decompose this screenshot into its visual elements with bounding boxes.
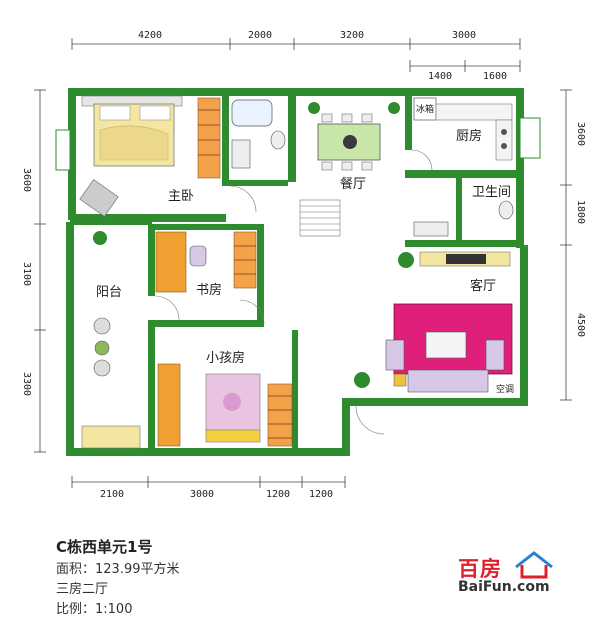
dim-right-1: 3600 xyxy=(575,122,586,146)
bathroom-2-fixtures xyxy=(413,200,514,237)
dim-top-1: 4200 xyxy=(138,30,162,41)
room-label-kids-room: 小孩房 xyxy=(206,350,245,366)
dim-bottom-2: 3000 xyxy=(190,489,214,500)
room-label-study: 书房 xyxy=(196,282,222,298)
dim-right-2: 1800 xyxy=(575,200,586,224)
dining-furniture xyxy=(308,102,400,171)
living-room-furniture xyxy=(354,251,513,393)
room-label-master-bedroom: 主卧 xyxy=(168,189,194,204)
tag-fridge: 冰箱 xyxy=(416,103,434,115)
dim-left-1: 3600 xyxy=(21,168,32,192)
room-label-dining: 餐厅 xyxy=(340,176,366,192)
tag-ac: 空调 xyxy=(496,383,514,395)
dim-bottom-1: 2100 xyxy=(100,489,124,500)
dim-right-3: 4500 xyxy=(575,313,586,337)
logo-en-text: BaiFun.com xyxy=(458,579,550,595)
house-icon xyxy=(515,551,553,579)
window-master xyxy=(55,129,71,171)
master-bedroom-furniture xyxy=(79,95,221,217)
scale-line: 比例：1:100 xyxy=(56,602,133,617)
bathroom-1-fixtures xyxy=(231,99,286,169)
window-kitchen xyxy=(519,117,541,159)
unit-title: C栋西单元1号 xyxy=(56,538,153,556)
room-label-living: 客厅 xyxy=(470,278,496,294)
layout-line: 三房二厅 xyxy=(56,582,109,597)
area-line: 面积：123.99平方米 xyxy=(56,562,180,577)
room-label-balcony: 阳台 xyxy=(96,285,122,300)
room-label-kitchen: 厨房 xyxy=(456,128,482,144)
baifun-logo: 百房 BaiFun.com xyxy=(458,551,568,603)
room-label-bathroom: 卫生间 xyxy=(472,185,511,200)
kids-room-furniture xyxy=(157,363,293,447)
door-arcs xyxy=(154,149,433,435)
kitchen-fixtures xyxy=(413,97,513,161)
dim-top-5: 1400 xyxy=(428,71,452,82)
dim-bottom-4: 1200 xyxy=(309,489,333,500)
balcony-furniture xyxy=(81,231,141,449)
dim-top-3: 3200 xyxy=(340,30,364,41)
dim-top-4: 3000 xyxy=(452,30,476,41)
study-furniture xyxy=(155,231,257,293)
dim-bottom-3: 1200 xyxy=(266,489,290,500)
dim-left-3: 3300 xyxy=(21,372,32,396)
dim-top-2: 2000 xyxy=(248,30,272,41)
logo-cn-text: 百房 xyxy=(458,557,502,581)
dim-top-6: 1600 xyxy=(483,71,507,82)
stairs xyxy=(299,199,341,237)
walls xyxy=(66,88,528,456)
dimension-lines xyxy=(34,38,572,488)
dim-left-2: 3100 xyxy=(21,262,32,286)
